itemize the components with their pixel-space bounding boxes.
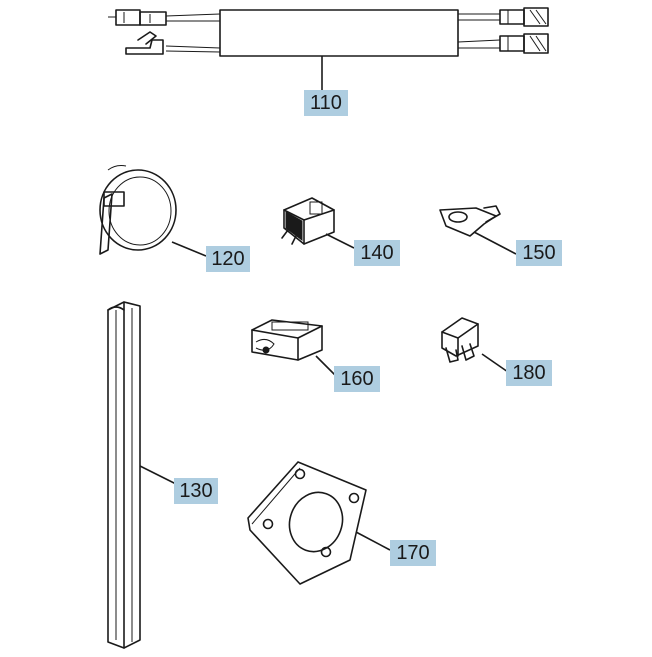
wiring-harness-part bbox=[108, 7, 549, 90]
callout-150: 150 bbox=[516, 240, 562, 266]
callout-130: 130 bbox=[174, 478, 218, 504]
callout-140: 140 bbox=[354, 240, 400, 266]
relay-part bbox=[281, 197, 355, 249]
callout-160: 160 bbox=[334, 366, 380, 392]
callout-110: 110 bbox=[304, 90, 348, 116]
cable-tie-part bbox=[99, 165, 207, 257]
ring-terminal-part bbox=[439, 205, 517, 255]
callout-170: 170 bbox=[390, 540, 436, 566]
gasket-plate-part bbox=[247, 461, 391, 585]
channel-strip-part bbox=[107, 301, 177, 649]
blade-fuse-part bbox=[441, 317, 509, 373]
callout-120: 120 bbox=[206, 246, 250, 272]
fuse-holder-part bbox=[251, 319, 337, 377]
callout-180: 180 bbox=[506, 360, 552, 386]
